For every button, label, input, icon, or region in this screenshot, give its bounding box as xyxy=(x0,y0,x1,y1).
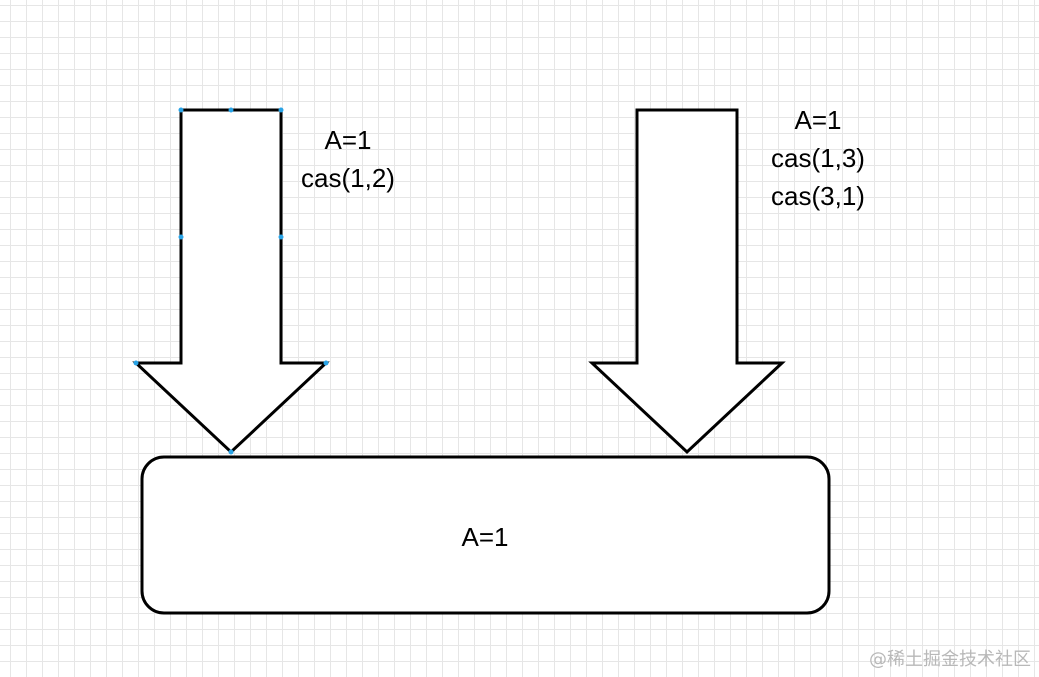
handle-head-left[interactable] xyxy=(133,360,139,366)
selection-handles[interactable] xyxy=(133,107,329,455)
left-arrow-label[interactable]: A=1 cas(1,2) xyxy=(280,121,416,197)
handle-head-right[interactable] xyxy=(323,360,329,366)
watermark: @稀土掘金技术社区 xyxy=(869,649,1031,670)
right-down-arrow[interactable] xyxy=(588,108,786,455)
handle-top-right[interactable] xyxy=(278,107,284,113)
left-down-arrow[interactable] xyxy=(132,108,330,455)
left-arrow-label-line-1: A=1 xyxy=(324,125,372,155)
handle-mid-left[interactable] xyxy=(178,234,184,240)
right-arrow-label[interactable]: A=1 cas(1,3) cas(3,1) xyxy=(750,101,886,215)
right-arrow-label-line-3: cas(3,1) xyxy=(771,181,865,211)
handle-mid-right[interactable] xyxy=(278,234,284,240)
handle-top-left[interactable] xyxy=(178,107,184,113)
right-arrow-label-line-2: cas(1,3) xyxy=(771,143,865,173)
memory-box-label: A=1 xyxy=(461,522,509,552)
right-arrow-label-line-1: A=1 xyxy=(794,105,842,135)
handle-top-center[interactable] xyxy=(228,107,234,113)
left-arrow-label-line-2: cas(1,2) xyxy=(301,163,395,193)
memory-box[interactable] xyxy=(140,455,831,615)
handle-tip[interactable] xyxy=(228,449,234,455)
